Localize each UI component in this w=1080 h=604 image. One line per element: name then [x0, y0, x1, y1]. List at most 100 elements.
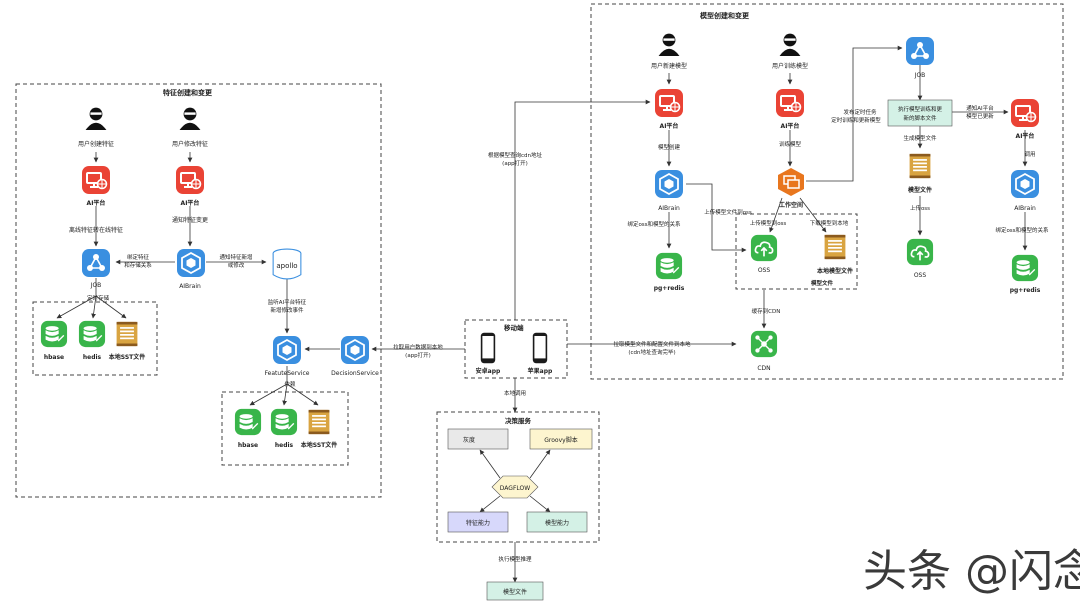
upload-model-oss-short-label: 上传模型到oss — [750, 219, 787, 227]
hbase-label: hbase — [44, 354, 64, 361]
apollo-label: apollo — [276, 262, 297, 270]
pg-redis-icon — [1011, 254, 1039, 282]
job-icon — [905, 36, 935, 66]
aibrain-icon — [1010, 169, 1040, 199]
pull-user-data-sub-label: (app打开) — [405, 351, 431, 359]
hedis-label: hedis — [275, 442, 294, 449]
cache-cdn-label: 缓存到CDN — [752, 307, 781, 315]
local-sst-file-icon — [116, 321, 138, 347]
model-section-box — [590, 3, 1064, 380]
aibrain-label: AIBrain — [1014, 205, 1036, 212]
user-create-feature-label: 用户创建特征 — [78, 140, 114, 148]
aibrain-label: AIBrain — [658, 205, 680, 212]
publish-task-label: 发布定时任务 — [843, 108, 877, 116]
user-train-model-label: 用户训练模型 — [772, 62, 808, 70]
oss-label: OSS — [758, 267, 771, 274]
upload-oss-label: 上传oss — [910, 204, 930, 212]
labels: 用户创建特征 用户修改特征 AI平台 AI平台 离线特征转在线特征 通知特征变更… — [44, 62, 1049, 596]
ai-platform-label: AI平台 — [660, 122, 679, 130]
feature-ability-label: 特征能力 — [466, 519, 490, 527]
decision-box — [436, 411, 600, 543]
notify-modify-label: 或修改 — [228, 261, 245, 269]
listen-event-label: 监听AI平台特征 — [268, 298, 307, 306]
hbase-icon — [234, 408, 262, 436]
decision-title: 决策服务 — [505, 416, 532, 425]
ai-platform-label: AI平台 — [1016, 132, 1035, 140]
download-model-label: 下载模型到本地 — [810, 219, 849, 227]
local-model-file-icon — [824, 234, 846, 260]
model-ability-label: 模型能力 — [545, 519, 569, 527]
job-label: JOB — [914, 72, 926, 79]
model-file-output-label: 模型文件 — [503, 588, 527, 596]
feature-ability-box — [447, 511, 509, 533]
model-file-group-label: 模型文件 — [811, 279, 834, 287]
exec-script-sub-label: 新的脚本文件 — [903, 114, 937, 122]
aibrain-label: AIBrain — [179, 283, 201, 290]
ai-platform-icon — [1010, 98, 1040, 128]
exec-script-box — [887, 99, 953, 127]
bind-feature-label: 绑定特征 — [127, 253, 150, 261]
watermark-text: 头条 @闪念基因 — [863, 546, 1080, 597]
local-call-label: 本地调用 — [504, 389, 526, 397]
call-label: 调用 — [1024, 150, 1035, 158]
model-file-icon — [909, 153, 931, 179]
model-create-label: 模型创建 — [658, 143, 681, 151]
model-ability-box — [526, 511, 588, 533]
train-model-label: 训练模型 — [779, 140, 802, 148]
depend-label: 依赖 — [284, 380, 296, 388]
hedis-icon — [78, 320, 106, 348]
hedis-icon — [270, 408, 298, 436]
local-model-file-label: 本地模型文件 — [817, 267, 853, 275]
bind-oss-right-label: 绑定oss和模型的关系 — [995, 226, 1049, 234]
user-new-model-label: 用户新建模型 — [651, 62, 687, 70]
workspace-icon — [777, 167, 805, 197]
oss-label: OSS — [914, 272, 927, 279]
left-storage-box — [32, 301, 158, 376]
pg-redis-icon — [655, 252, 683, 280]
decision-service-icon — [340, 335, 370, 365]
user-modify-feature-label: 用户修改特征 — [172, 140, 208, 148]
ai-platform-label: AI平台 — [87, 199, 106, 207]
feature-service-icon — [272, 335, 302, 365]
local-sst-label: 本地SST文件 — [301, 441, 337, 449]
pull-model-sub-label: (cdn地址查询完毕) — [628, 348, 675, 356]
notify-ai-label: 通知AI平台 — [966, 104, 994, 112]
feature-section-title: 特征创建和变更 — [163, 88, 213, 97]
android-phone-icon — [480, 332, 496, 364]
model-file-output-box — [486, 581, 544, 601]
query-cdn-sub-label: (app打开) — [502, 159, 528, 167]
feature-service-label: FeatuteService — [265, 370, 310, 377]
cdn-icon — [750, 330, 778, 358]
job-icon — [81, 248, 111, 278]
user-train-model-icon — [779, 33, 801, 56]
pg-redis-label: pg+redis — [1010, 287, 1041, 294]
workspace-label: 工作空间 — [779, 201, 803, 209]
local-sst-label: 本地SST文件 — [109, 353, 145, 361]
bind-storage-label: 和存储关系 — [124, 261, 152, 269]
publish-task-sub-label: 定时训练和更新模型 — [831, 116, 881, 124]
local-sst-file-icon — [308, 409, 330, 435]
ios-label: 苹果app — [528, 367, 553, 375]
dagflow-label: DAGFLOW — [500, 485, 530, 492]
ai-platform-label: AI平台 — [781, 122, 800, 130]
user-modify-feature-icon — [179, 107, 201, 130]
feature-section-box — [15, 83, 382, 498]
cdn-label: CDN — [757, 365, 770, 372]
ios-phone-icon — [532, 332, 548, 364]
query-cdn-label: 根据模型查询cdn地址 — [488, 151, 543, 159]
user-create-feature-icon — [85, 107, 107, 130]
feature-storage-box — [221, 391, 349, 466]
android-label: 安卓app — [476, 367, 501, 375]
dagflow-node — [491, 475, 539, 499]
offline-online-label: 离线特征转在线特征 — [69, 226, 123, 234]
model-file-label: 模型文件 — [908, 186, 932, 194]
job-label: JOB — [90, 282, 102, 289]
gen-model-file-label: 生成模型文件 — [903, 134, 937, 142]
pull-model-label: 拉取模型文件和配置文件到本地 — [613, 340, 691, 348]
gray-box — [447, 428, 509, 450]
scheduled-storage-label: 定时存储 — [87, 294, 110, 302]
ai-platform-icon — [654, 88, 684, 118]
oss-icon — [750, 234, 778, 262]
groovy-box — [529, 428, 593, 450]
